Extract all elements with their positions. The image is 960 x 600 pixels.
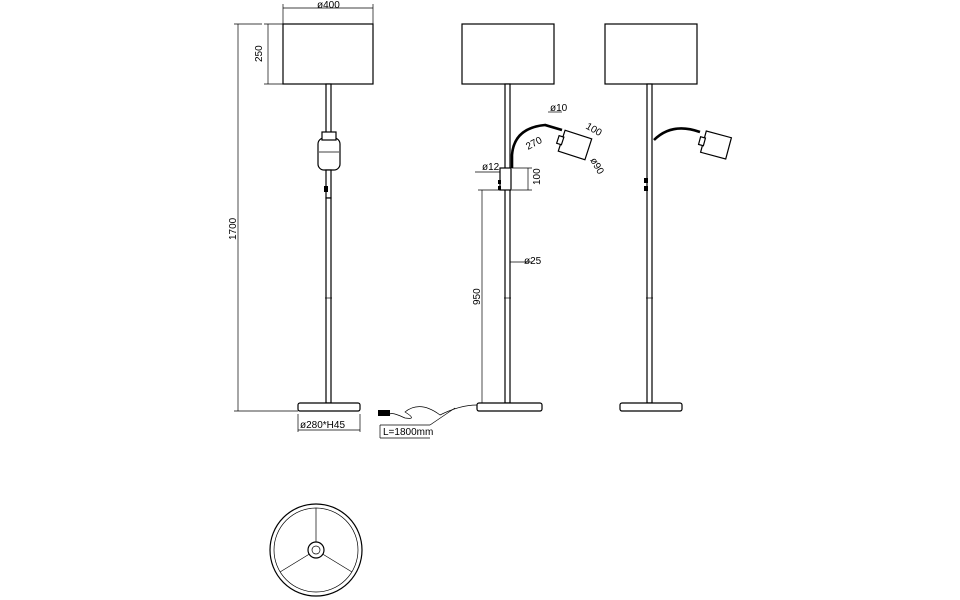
shade-outline (282, 23, 374, 85)
power-cable (389, 404, 478, 419)
pole-3 (646, 83, 653, 404)
spot-head-3 (697, 130, 733, 160)
base-plate-3 (619, 402, 683, 412)
dim-base: ø280*H45 (300, 420, 345, 431)
switch-body (317, 137, 341, 171)
base-plate (297, 402, 361, 412)
spot-head (555, 129, 593, 161)
pole-upper (325, 83, 332, 139)
gooseneck-arm (510, 123, 563, 168)
dim-switch-offset: 100 (532, 168, 543, 185)
pole-mid (325, 169, 332, 199)
front-view-lamp: ø400 250 1700 ø280*H45 (228, 0, 374, 432)
pole-lower (325, 197, 332, 404)
shade-outline-2 (461, 23, 555, 85)
pole-2 (504, 83, 511, 404)
dim-total-height: 1700 (228, 217, 239, 240)
dim-arm-length: 270 (524, 135, 544, 153)
dim-switch-diameter: ø12 (482, 162, 500, 173)
dim-arm-diameter: ø10 (550, 103, 568, 114)
dim-shade-diameter: ø400 (317, 0, 340, 11)
base-bottom-view (269, 503, 363, 597)
switch-cap (321, 131, 337, 141)
switch-block (499, 167, 512, 191)
base-plate-2 (476, 402, 543, 412)
dim-switch-height: 950 (472, 288, 483, 305)
side-view-lamp-plain (604, 23, 733, 412)
plug-icon (378, 410, 390, 416)
gooseneck-arm-3 (653, 127, 701, 141)
base-outer-circle (269, 503, 363, 597)
side-view-lamp: ø10 270 100 ø90 ø12 100 ø25 950 L=1800mm (378, 23, 606, 439)
shade-outline-3 (604, 23, 698, 85)
dim-shade-height: 250 (254, 45, 265, 62)
dim-cable-length: L=1800mm (383, 427, 433, 438)
dim-pole-diameter: ø25 (524, 256, 542, 267)
dim-spot-diameter: ø90 (587, 156, 605, 177)
base-center-hub (307, 541, 325, 559)
dim-spot-length: 100 (584, 121, 604, 139)
